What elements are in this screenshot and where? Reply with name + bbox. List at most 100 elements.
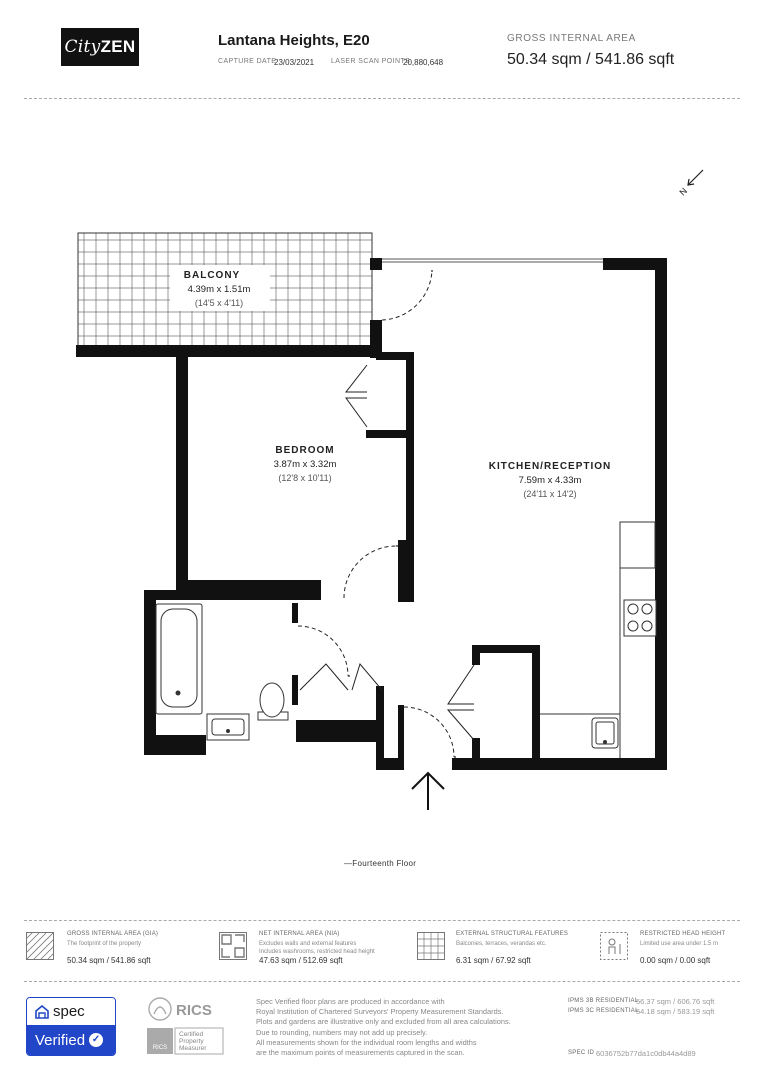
- rics-line3: Measurer: [179, 1045, 207, 1052]
- rics-line1: Certified: [179, 1031, 204, 1038]
- north-compass-icon: [687, 169, 704, 186]
- wall: [370, 320, 382, 358]
- wall: [370, 258, 382, 270]
- spec-id-label: SPEC ID: [568, 1050, 595, 1056]
- wall: [296, 720, 330, 742]
- wall: [366, 430, 414, 438]
- legend-gia-title: GROSS INTERNAL AREA (GIA): [67, 931, 159, 937]
- rics-mini-label: RICS: [153, 1045, 167, 1051]
- head-height-icon: [600, 932, 628, 960]
- hob: [623, 599, 657, 637]
- footer-divider: [24, 981, 740, 982]
- legend-rhh-value: 0.00 sqm / 0.00 sqft: [640, 956, 711, 965]
- wall: [472, 645, 480, 665]
- wall: [376, 352, 414, 360]
- balcony-name: BALCONY: [184, 270, 240, 281]
- door-arc: [381, 269, 433, 321]
- nia-icon: [219, 932, 247, 960]
- legend-gia-value: 50.34 sqm / 541.86 sqft: [67, 956, 151, 965]
- disclaimer-line: Royal Institution of Chartered Surveyors…: [256, 1007, 504, 1017]
- legend-nia-value: 47.63 sqm / 512.69 sqft: [259, 956, 343, 965]
- rics-line2: Property: [179, 1038, 204, 1045]
- legend-nia-title: NET INTERNAL AREA (NIA): [259, 931, 340, 937]
- gia-header-label: GROSS INTERNAL AREA: [507, 33, 636, 44]
- disclaimer-line: Due to rounding, numbers may not add up …: [256, 1027, 428, 1037]
- rics-name: RICS: [176, 1002, 212, 1019]
- windows: [382, 258, 603, 263]
- scan-points-label: LASER SCAN POINTS: [331, 58, 411, 65]
- wall: [452, 758, 667, 770]
- verified-strip: Verified ✓: [27, 1025, 115, 1055]
- wall: [292, 675, 298, 705]
- capture-date-label: CAPTURE DATE: [218, 58, 277, 65]
- legend-rhh-title: RESTRICTED HEAD HEIGHT: [640, 931, 726, 937]
- wall: [655, 258, 667, 770]
- ipms3c-value: 54.18 sqm / 583.19 sqft: [636, 1007, 715, 1016]
- spec-house-icon: [35, 1004, 49, 1019]
- wall: [532, 645, 540, 765]
- toilet-bowl: [259, 682, 285, 718]
- legend-nia-desc: Excludes walls and external features Inc…: [259, 941, 375, 955]
- disclaimer-line: Plots and gardens are illustrative only …: [256, 1017, 511, 1027]
- north-label: N: [677, 186, 689, 198]
- disclaimer-line: are the maximum points of measurements c…: [256, 1048, 465, 1058]
- disclaimer-line: Spec Verified floor plans are produced i…: [256, 997, 445, 1006]
- bathtub-inner: [160, 608, 198, 708]
- disclaimer-line: All measurements shown for the individua…: [256, 1037, 477, 1047]
- legend-esf-desc: Balconies, terraces, verandas etc.: [456, 941, 547, 947]
- grid-icon: [417, 932, 445, 960]
- property-address: Lantana Heights, E20: [218, 32, 370, 49]
- legend-gia-desc: The footprint of the property: [67, 941, 142, 947]
- kitchen-counter: [540, 521, 657, 758]
- logo-city-text: City: [64, 37, 101, 57]
- kitchen-name: KITCHEN/RECEPTION: [489, 461, 612, 472]
- wall: [472, 645, 538, 653]
- verified-text: Verified: [35, 1031, 86, 1049]
- legend-esf-title: EXTERNAL STRUCTURAL FEATURES: [456, 931, 569, 937]
- legend-rhh-desc: Limited use area under 1.5 m: [640, 941, 719, 947]
- bedroom-name: BEDROOM: [275, 445, 334, 456]
- hatch-icon: [26, 932, 54, 960]
- wall: [176, 345, 188, 590]
- wall: [144, 590, 156, 755]
- legend-esf-value: 6.31 sqm / 67.92 sqft: [456, 956, 531, 965]
- wall: [398, 705, 404, 770]
- floor-label: —Fourteenth Floor: [344, 859, 417, 868]
- door-arc: [403, 706, 455, 758]
- logo-zen-text: ZEN: [100, 37, 136, 56]
- door-arc: [297, 625, 349, 677]
- wall: [472, 738, 480, 763]
- kitchen-dims-metric: 7.59m x 4.33m: [519, 475, 582, 486]
- bathroom-fixtures: [155, 603, 289, 741]
- ipms3b-label: IPMS 3B RESIDENTIAL: [568, 998, 639, 1004]
- wall: [406, 430, 414, 602]
- cupboard-doors: [299, 364, 475, 741]
- balcony-label-bg: [170, 265, 270, 311]
- floor-plan: BALCONY 4.39m x 1.51m (14'5 x 4'11) BEDR…: [76, 169, 704, 810]
- wall: [330, 720, 382, 742]
- spec-id-value: 6036752b77da1c0db44a4d89: [596, 1049, 696, 1058]
- wall: [76, 345, 376, 357]
- wall: [406, 352, 414, 436]
- disclaimer-text: Spec Verified floor plans are produced i…: [256, 997, 551, 1058]
- wall: [176, 580, 321, 600]
- entrance-arrow-icon: [411, 771, 445, 810]
- wall: [376, 758, 398, 770]
- check-icon: ✓: [89, 1033, 104, 1047]
- bedroom-dims-imperial: (12'8 x 10'11): [278, 473, 331, 483]
- balcony-dims-imperial: (14'5 x 4'11): [195, 298, 243, 308]
- wall: [144, 590, 204, 600]
- scan-points-value: 20,880,648: [403, 58, 444, 67]
- wall: [292, 603, 298, 623]
- balcony-dims-metric: 4.39m x 1.51m: [188, 284, 251, 295]
- ipms3c-label: IPMS 3C RESIDENTIAL: [568, 1008, 639, 1014]
- door-swings: [297, 269, 455, 758]
- door-arc: [343, 545, 397, 599]
- capture-date-value: 23/03/2021: [274, 58, 315, 67]
- spec-text: spec: [53, 1003, 85, 1020]
- door-leaves: [348, 270, 456, 758]
- header-divider: [24, 98, 740, 99]
- legend-divider: [24, 920, 740, 921]
- spec-verified-badge: spec Verified ✓: [26, 997, 116, 1056]
